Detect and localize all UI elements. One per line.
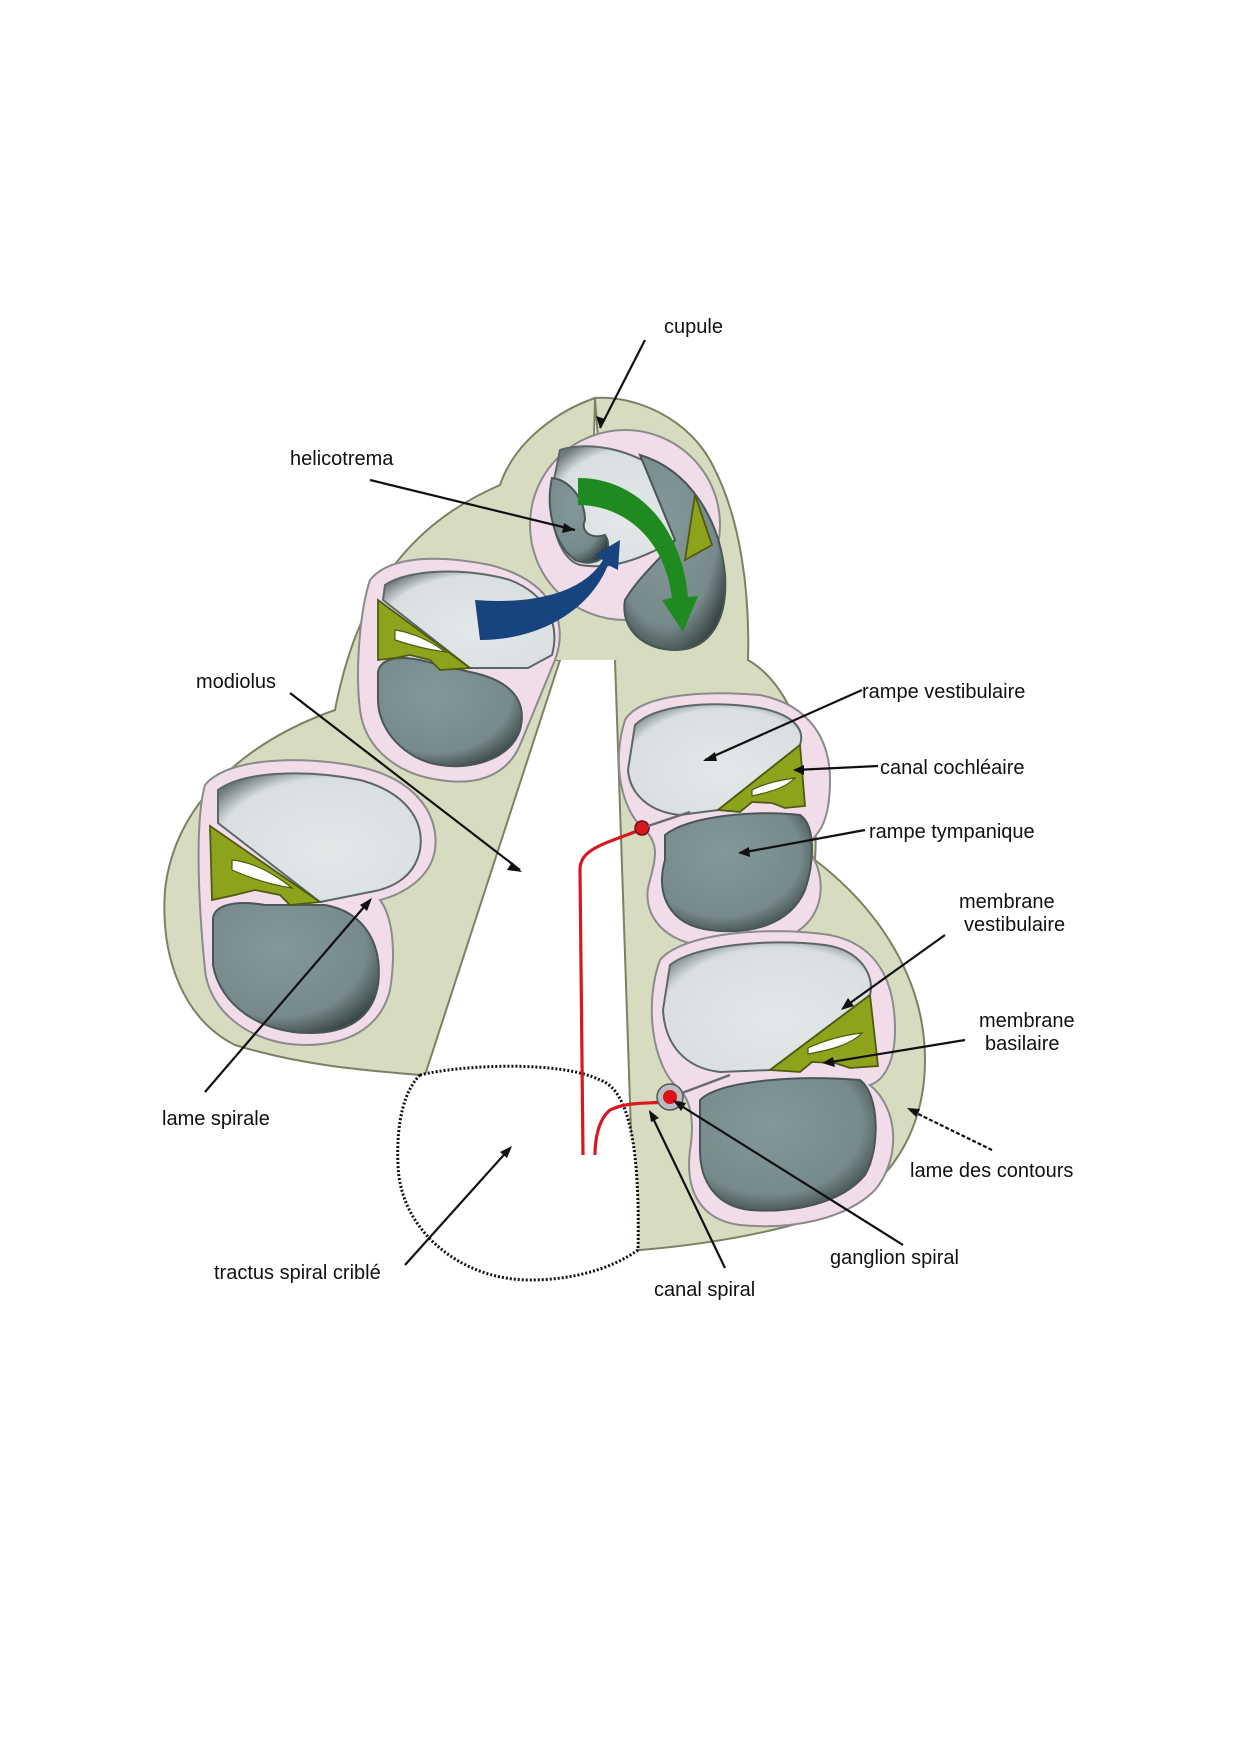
apical-inner-dark	[548, 476, 610, 564]
upper-right-scala-tympani	[661, 812, 813, 933]
leader-canal-cochleaire-head	[793, 765, 804, 775]
leader-lame-spirale-head	[360, 898, 372, 911]
leader-ganglion-spiral-head	[673, 1100, 686, 1111]
nerve-fiber-upper	[578, 828, 641, 1156]
label-ganglion-spiral: ganglion spiral	[830, 1247, 959, 1269]
leader-membrane-vestibulaire-head	[841, 998, 854, 1010]
leader-canal-cochleaire	[794, 764, 879, 772]
leader-rampe-tympanique-head	[738, 847, 750, 857]
lower-left-turn	[197, 759, 437, 1047]
lower-right-tectorial	[807, 1032, 864, 1055]
upper-spiral-lamina-fiber	[647, 810, 691, 828]
label-lame-spirale: lame spirale	[162, 1108, 270, 1130]
leader-cupule	[599, 339, 646, 429]
lower-right-turn	[650, 930, 897, 1228]
upper-left-turn	[357, 557, 561, 783]
label-membrane-basilaire-line2: basilaire	[985, 1033, 1059, 1055]
leader-membrane-basilaire-head	[822, 1057, 835, 1067]
tractus-spiral-crible-outline	[396, 1064, 640, 1282]
label-membrane-vestibulaire-line1: membrane	[959, 891, 1055, 913]
upper-left-scala-tympani	[377, 657, 523, 768]
leader-ganglion-spiral	[674, 1101, 904, 1246]
upper-left-tectorial	[394, 629, 448, 653]
leader-rampe-vestibulaire	[704, 688, 863, 762]
labels: cupule helicotrema modiolus rampe vestib…	[162, 316, 1075, 1301]
lower-left-scala-vestibuli	[217, 772, 422, 904]
lower-right-scala-vestibuli	[661, 941, 872, 1074]
leader-canal-spiral	[649, 1111, 726, 1269]
upper-right-cochlear-duct	[715, 743, 806, 813]
label-tractus-spiral-crible: tractus spiral criblé	[214, 1262, 381, 1284]
label-helicotrema: helicotrema	[290, 448, 394, 470]
leader-lame-spirale	[204, 899, 371, 1093]
label-cupule: cupule	[664, 316, 723, 338]
green-flow-arrow	[578, 478, 698, 632]
leader-canal-spiral-head	[649, 1110, 659, 1122]
label-lame-des-contours: lame des contours	[910, 1160, 1073, 1182]
leader-helicotrema-head	[562, 523, 575, 533]
leader-lame-des-contours-head	[907, 1108, 920, 1117]
lower-left-cochlear-duct	[209, 824, 323, 906]
leader-lines	[204, 339, 993, 1269]
lower-spiral-lamina-fiber	[681, 1073, 731, 1095]
flow-arrows	[475, 478, 698, 640]
label-canal-cochleaire: canal cochléaire	[880, 757, 1025, 779]
leader-modiolus	[289, 692, 521, 871]
label-membrane-basilaire-line1: membrane	[979, 1010, 1075, 1032]
nerve-fibers	[578, 810, 731, 1156]
leader-tractus-spiral-crible-head	[500, 1146, 512, 1158]
lower-right-scala-tympani	[699, 1077, 877, 1212]
label-membrane-vestibulaire-line2: vestibulaire	[964, 914, 1065, 936]
leader-tractus-spiral-crible	[404, 1147, 511, 1266]
leader-helicotrema	[369, 478, 576, 532]
leader-membrane-vestibulaire	[842, 934, 946, 1009]
leader-rampe-tympanique	[739, 828, 866, 855]
leader-modiolus-head	[507, 862, 522, 872]
leader-membrane-basilaire	[824, 1038, 966, 1065]
upper-right-tectorial	[751, 777, 797, 797]
label-modiolus: modiolus	[196, 671, 276, 693]
ganglion-upper	[634, 820, 650, 836]
lower-left-scala-tympani	[212, 902, 380, 1035]
label-canal-spiral: canal spiral	[654, 1279, 755, 1301]
blue-flow-arrow	[475, 540, 620, 640]
upper-left-cochlear-duct	[377, 598, 473, 671]
leader-lame-des-contours	[909, 1109, 993, 1151]
leader-cupule-head	[596, 416, 605, 428]
upper-right-turn	[617, 692, 832, 948]
upper-left-scala-vestibuli	[381, 570, 556, 669]
lower-left-tectorial	[231, 859, 295, 889]
label-rampe-vestibulaire: rampe vestibulaire	[862, 681, 1025, 703]
label-rampe-tympanique: rampe tympanique	[869, 821, 1035, 843]
leader-rampe-vestibulaire-head	[703, 752, 717, 761]
apical-cochlear-duct	[683, 494, 714, 562]
